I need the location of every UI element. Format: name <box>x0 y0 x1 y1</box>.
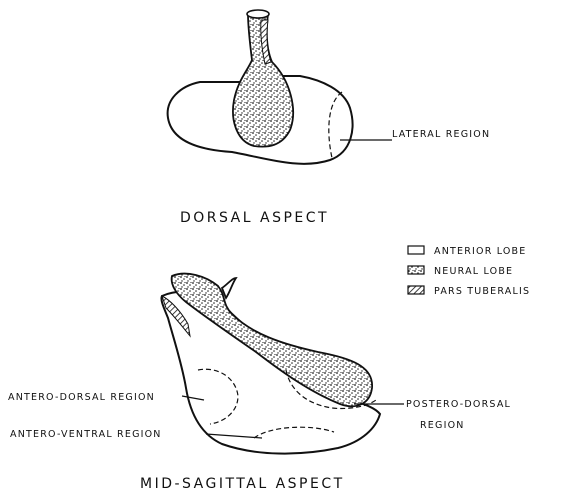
dorsal-aspect-caption: DORSAL ASPECT <box>180 210 329 226</box>
legend-label-anterior-lobe: ANTERIOR LOBE <box>434 246 526 257</box>
sagittal-stalk-hook <box>222 278 236 298</box>
legend <box>408 246 424 294</box>
midsagittal-aspect-figure <box>161 274 404 454</box>
midsagittal-aspect-caption: MID-SAGITTAL ASPECT <box>140 476 345 492</box>
lateral-region-label: LATERAL REGION <box>392 129 490 140</box>
legend-swatch-neural-lobe <box>408 266 424 274</box>
antero-dorsal-region-label: ANTERO-DORSAL REGION <box>8 392 155 403</box>
dorsal-stalk-top <box>247 10 269 18</box>
legend-label-neural-lobe: NEURAL LOBE <box>434 266 513 277</box>
antero-ventral-region-label: ANTERO-VENTRAL REGION <box>10 429 162 440</box>
legend-swatch-pars-tuberalis <box>408 286 424 294</box>
postero-dorsal-label-line2: REGION <box>420 420 465 431</box>
postero-dorsal-label-line1: POSTERO-DORSAL <box>406 399 511 410</box>
dorsal-aspect-figure <box>168 10 392 164</box>
legend-label-pars-tuberalis: PARS TUBERALIS <box>434 286 530 297</box>
legend-swatch-anterior-lobe <box>408 246 424 254</box>
